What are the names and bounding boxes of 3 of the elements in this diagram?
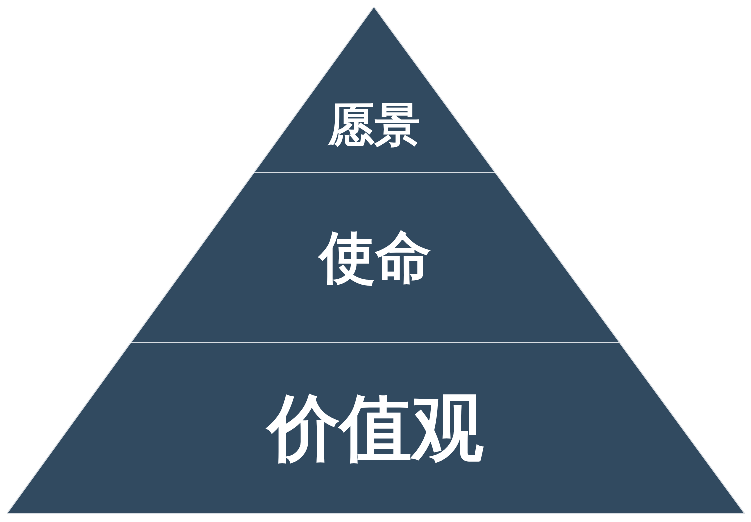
- tier-label: 使命: [319, 225, 432, 293]
- tier-label: 愿景: [328, 97, 421, 154]
- tier-label: 价值观: [268, 385, 484, 472]
